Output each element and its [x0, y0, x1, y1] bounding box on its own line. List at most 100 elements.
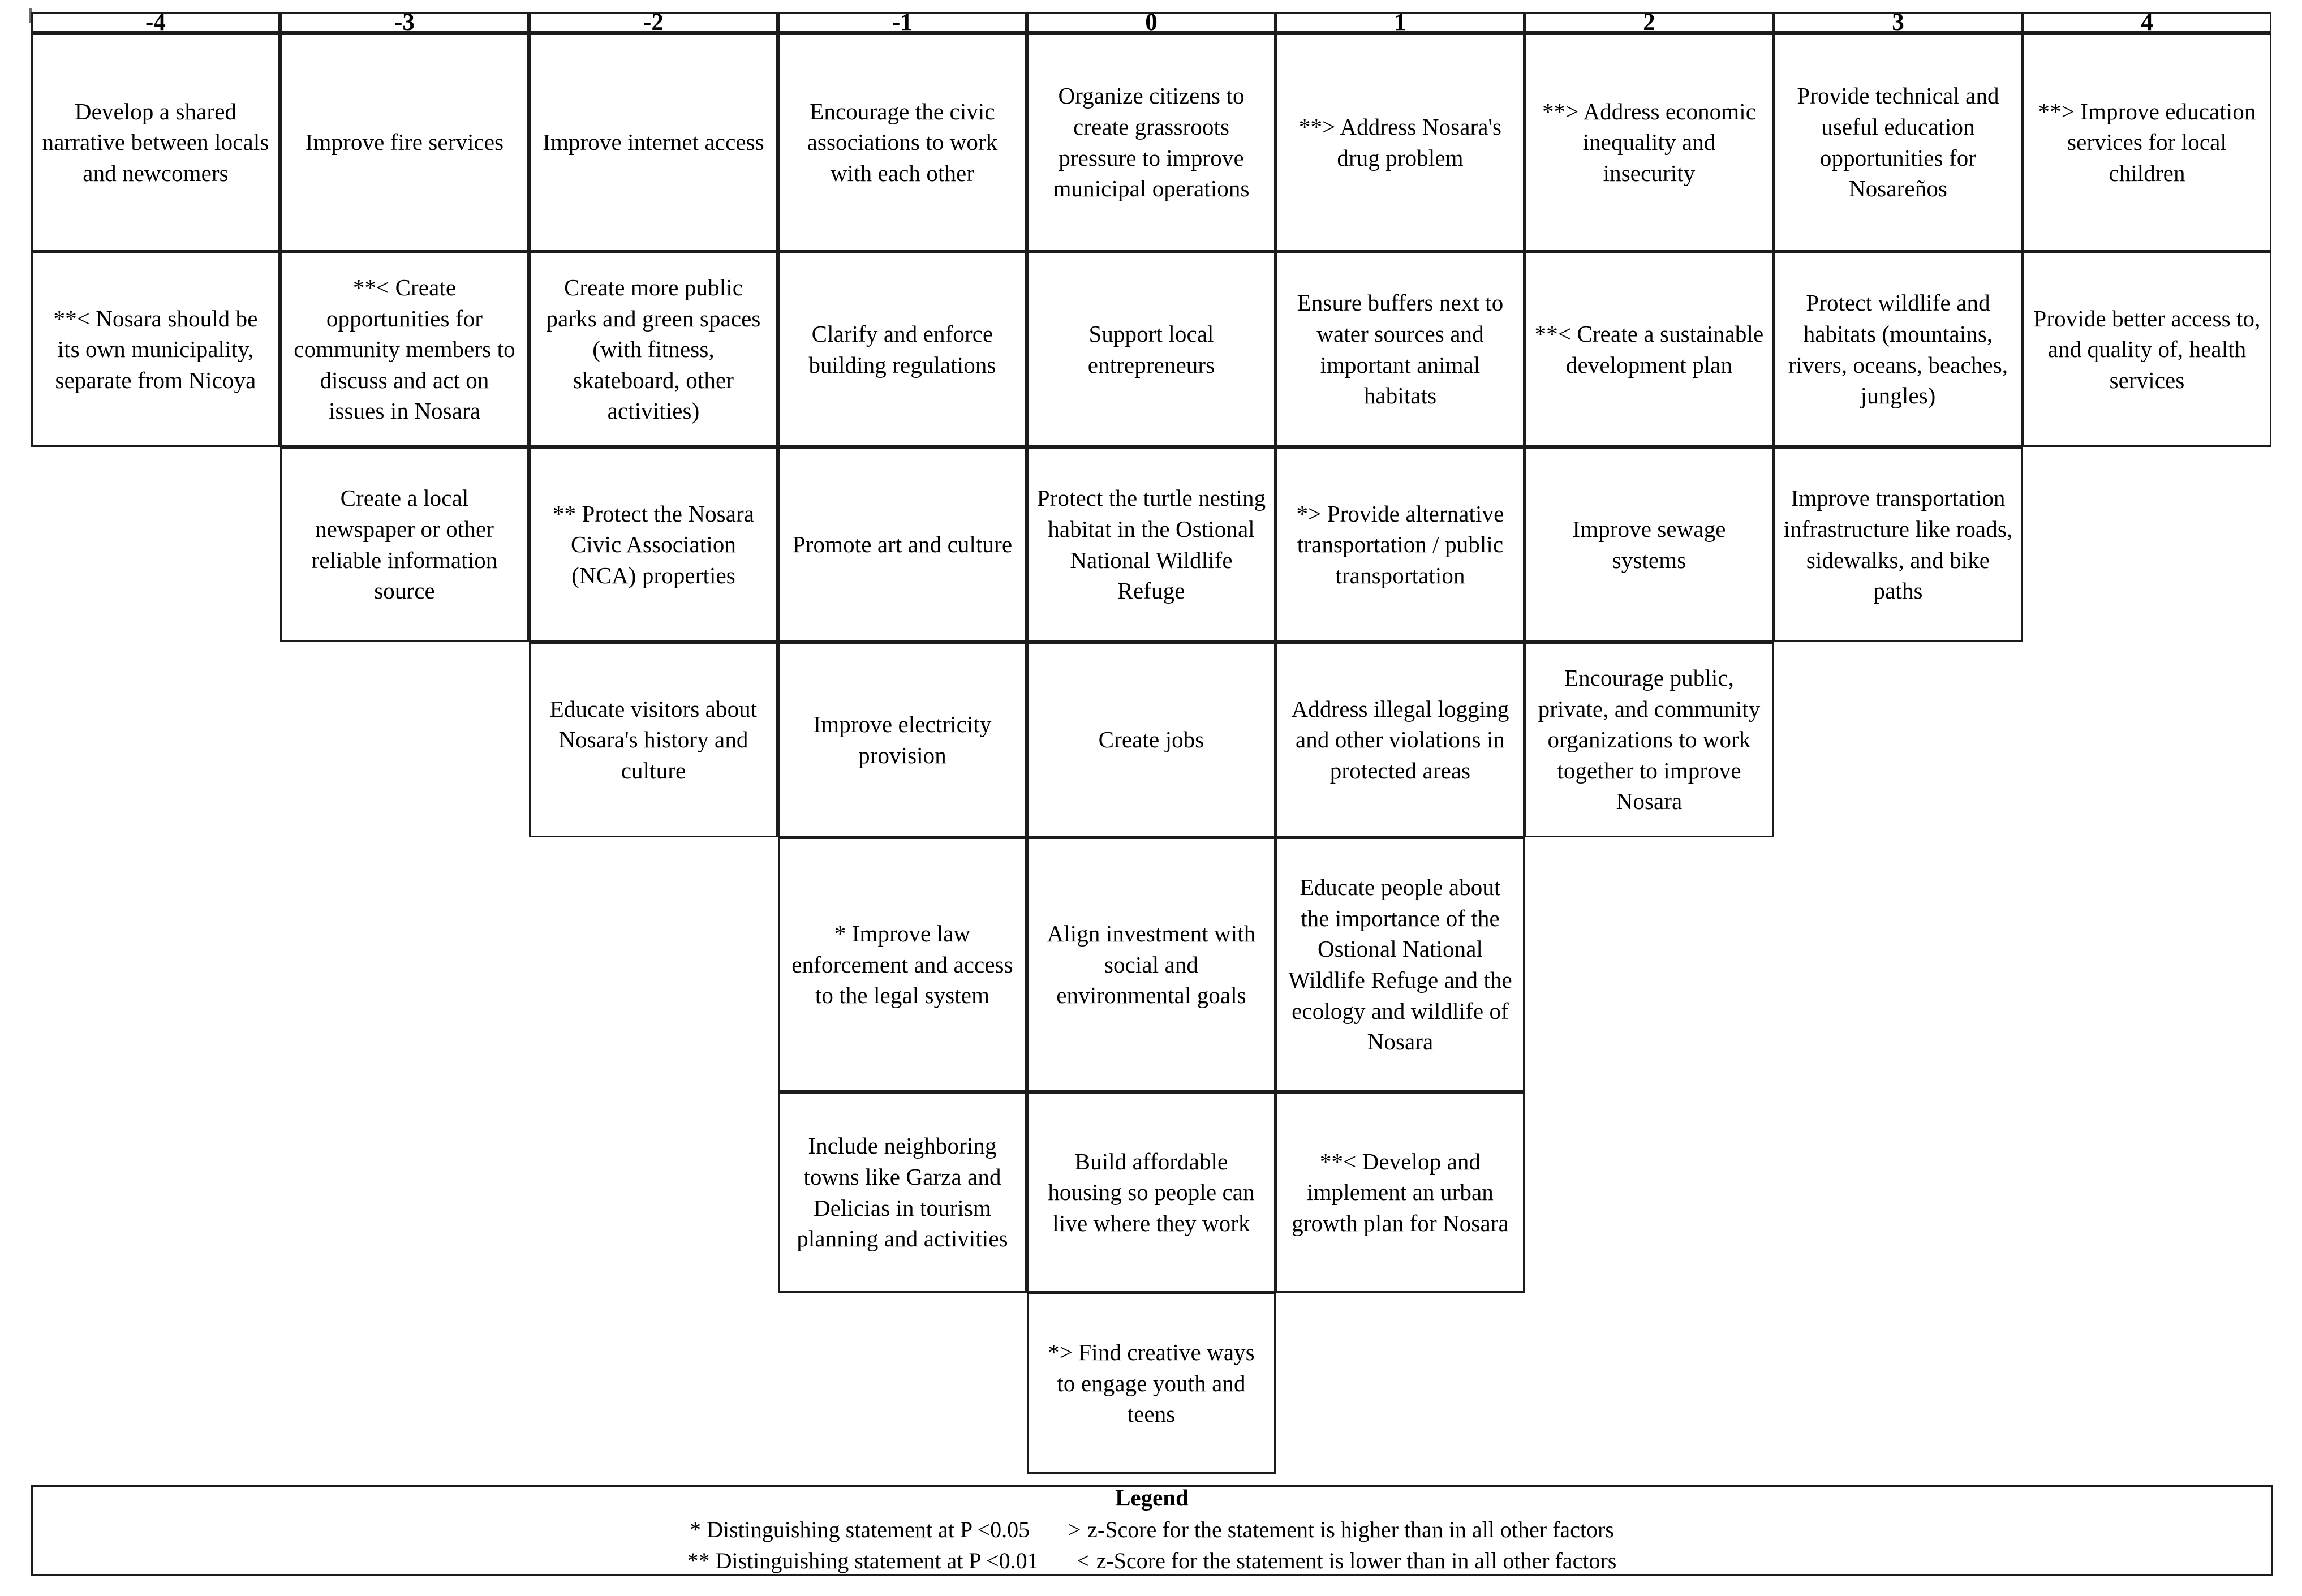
column-header-label: 0 [1145, 12, 1158, 33]
statement-cell: Improve sewage systems [1525, 447, 1774, 642]
statement-text: **> Address Nosara's drug problem [1298, 113, 1502, 171]
statement-cell: ** Protect the Nosara Civic Association … [529, 447, 778, 642]
statement-cell: Protect the turtle nesting habitat in th… [1027, 447, 1276, 642]
statement-cell: Improve internet access [529, 33, 778, 252]
statement-text: Encourage the civic associations to work… [807, 98, 998, 186]
statement-text: Clarify and enforce building regulations [808, 320, 996, 378]
scan-corner-tick [29, 8, 32, 23]
statement-text: Create more public parks and green space… [546, 274, 761, 424]
statement-text: **< Nosara should be its own municipalit… [53, 305, 258, 393]
statement-cell: Include neighboring towns like Garza and… [778, 1092, 1027, 1293]
statement-cell: Educate visitors about Nosara's history … [529, 642, 778, 837]
column-header-1: 1 [1276, 12, 1525, 33]
legend-entry: * Distinguishing statement at P <0.05 >z-… [690, 1515, 1614, 1545]
statement-cell: **> Address Nosara's drug problem [1276, 33, 1525, 252]
statement-text: Provide technical and useful education o… [1797, 83, 1999, 202]
statement-cell: Develop a shared narrative between local… [31, 33, 280, 252]
statement-text: Educate people about the importance of t… [1288, 874, 1512, 1055]
legend-title: Legend [1115, 1484, 1189, 1511]
statement-cell: **< Create opportunities for community m… [280, 252, 529, 447]
statement-cell: *> Provide alternative transportation / … [1276, 447, 1525, 642]
column-header-neg4: -4 [31, 12, 280, 33]
statement-cell: **> Address economic inequality and inse… [1525, 33, 1774, 252]
column-header-neg2: -2 [529, 12, 778, 33]
column-header-2: 2 [1525, 12, 1774, 33]
statement-text: **< Create opportunities for community m… [294, 274, 515, 424]
statement-text: Improve sewage systems [1572, 515, 1726, 573]
statement-text: Educate visitors about Nosara's history … [549, 695, 758, 784]
statement-text: Create a local newspaper or other reliab… [311, 485, 498, 604]
statement-cell: Provide technical and useful education o… [1774, 33, 2023, 252]
column-header-0: 0 [1027, 12, 1276, 33]
statement-text: * Improve law enforcement and access to … [791, 920, 1013, 1009]
statement-text: Address illegal logging and other violat… [1291, 695, 1509, 784]
column-header-4: 4 [2023, 12, 2271, 33]
statement-cell: Create jobs [1027, 642, 1276, 837]
statement-text: *> Provide alternative transportation / … [1296, 500, 1504, 588]
column-header-label: -4 [145, 12, 166, 33]
statement-cell: Educate people about the importance of t… [1276, 837, 1525, 1092]
column-header-3: 3 [1774, 12, 2023, 33]
column-header-label: 3 [1892, 12, 1904, 33]
legend-symbol-note: z-Score for the statement is higher than… [1087, 1517, 1614, 1543]
statement-text: Build affordable housing so people can l… [1048, 1148, 1255, 1236]
statement-cell: Encourage public, private, and community… [1525, 642, 1774, 837]
statement-text: Improve transportation infrastructure li… [1783, 485, 2013, 604]
statement-text: **> Improve education services for local… [2038, 98, 2256, 186]
legend-symbol: < [1077, 1547, 1090, 1573]
legend-symbol-note: z-Score for the statement is lower than … [1096, 1547, 1617, 1573]
legend-symbol: > [1068, 1517, 1081, 1543]
statement-cell: Promote art and culture [778, 447, 1027, 642]
statement-text: **< Create a sustainable development pla… [1534, 320, 1764, 378]
column-header-label: -3 [394, 12, 415, 33]
statement-cell: Improve fire services [280, 33, 529, 252]
legend-significance-note: ** Distinguishing statement at P <0.01 [687, 1547, 1039, 1573]
statement-cell: Clarify and enforce building regulations [778, 252, 1027, 447]
statement-cell: Build affordable housing so people can l… [1027, 1092, 1276, 1293]
statement-cell: Encourage the civic associations to work… [778, 33, 1027, 252]
statement-text: Organize citizens to create grassroots p… [1053, 83, 1250, 202]
column-header-label: 1 [1394, 12, 1406, 33]
statement-cell: Organize citizens to create grassroots p… [1027, 33, 1276, 252]
column-header-neg1: -1 [778, 12, 1027, 33]
statement-text: ** Protect the Nosara Civic Association … [552, 500, 755, 588]
legend-entry: ** Distinguishing statement at P <0.01 <z… [687, 1546, 1617, 1576]
statement-text: Ensure buffers next to water sources and… [1297, 290, 1504, 409]
statement-cell: Create more public parks and green space… [529, 252, 778, 447]
statement-cell: Support local entrepreneurs [1027, 252, 1276, 447]
column-header-label: -1 [892, 12, 913, 33]
statement-cell: Improve electricity provision [778, 642, 1027, 837]
statement-cell: *> Find creative ways to engage youth an… [1027, 1293, 1276, 1474]
statement-text: Provide better access to, and quality of… [2033, 305, 2261, 393]
statement-cell: **> Improve education services for local… [2023, 33, 2271, 252]
legend-significance-note: * Distinguishing statement at P <0.05 [690, 1517, 1030, 1543]
statement-cell: Align investment with social and environ… [1027, 837, 1276, 1092]
statement-cell: Address illegal logging and other violat… [1276, 642, 1525, 837]
statement-cell: Create a local newspaper or other reliab… [280, 447, 529, 642]
statement-cell: **< Develop and implement an urban growt… [1276, 1092, 1525, 1293]
statement-cell: Provide better access to, and quality of… [2023, 252, 2271, 447]
statement-cell: Ensure buffers next to water sources and… [1276, 252, 1525, 447]
legend: Legend * Distinguishing statement at P <0… [31, 1485, 2273, 1576]
column-header-label: -2 [643, 12, 664, 33]
statement-text: Improve fire services [305, 129, 504, 156]
statement-text: Create jobs [1098, 726, 1204, 753]
statement-cell: **< Nosara should be its own municipalit… [31, 252, 280, 447]
statement-text: Promote art and culture [792, 531, 1013, 558]
statement-cell: * Improve law enforcement and access to … [778, 837, 1027, 1092]
statement-text: **< Develop and implement an urban growt… [1292, 1148, 1509, 1236]
statement-text: Protect wildlife and habitats (mountains… [1788, 290, 2008, 409]
statement-text: Improve internet access [543, 129, 764, 156]
statement-cell: Protect wildlife and habitats (mountains… [1774, 252, 2023, 447]
statement-text: Include neighboring towns like Garza and… [797, 1133, 1008, 1252]
statement-text: **> Address economic inequality and inse… [1542, 98, 1757, 186]
column-header-label: 4 [2141, 12, 2153, 33]
statement-text: Protect the turtle nesting habitat in th… [1036, 485, 1266, 604]
statement-text: Align investment with social and environ… [1047, 920, 1256, 1009]
statement-cell: Improve transportation infrastructure li… [1774, 447, 2023, 642]
column-header-label: 2 [1643, 12, 1655, 33]
statement-text: Improve electricity provision [813, 711, 992, 768]
statement-text: Support local entrepreneurs [1087, 320, 1215, 378]
column-header-neg3: -3 [280, 12, 529, 33]
